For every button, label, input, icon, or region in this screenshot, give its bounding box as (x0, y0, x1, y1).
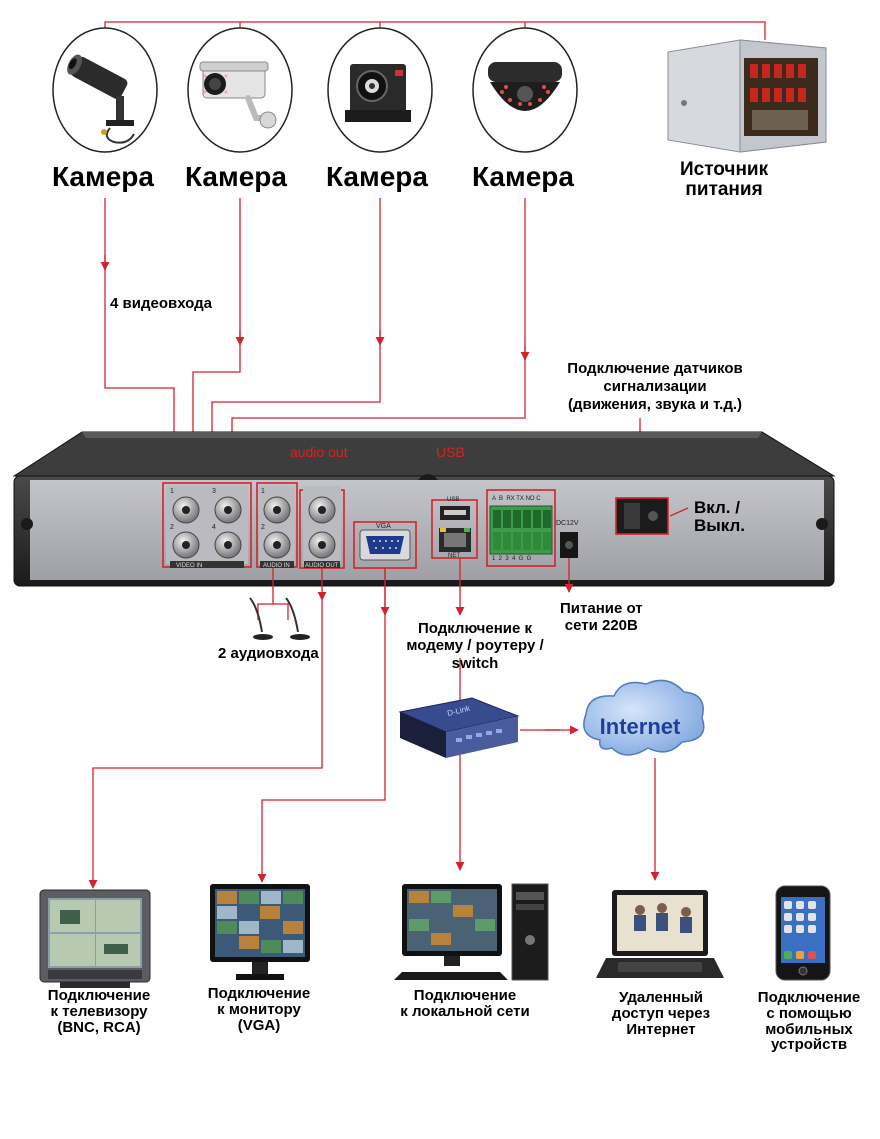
device-caption-lan-line2: к локальной сети (400, 1002, 530, 1020)
camera-label-1: Камера (52, 161, 154, 192)
vga-port (359, 529, 411, 561)
smartphone-icon (775, 885, 831, 981)
microphone-icons (249, 597, 310, 640)
usb-and-lan-ports (439, 506, 471, 552)
device-caption-mobile-line3: мобильных (765, 1020, 853, 1038)
device-caption-mobile-line1: Подключение (757, 989, 861, 1006)
device-caption-tv-line3: (BNC, RCA) (57, 1018, 141, 1036)
power-supply-label-line2: питания (685, 178, 763, 200)
device-caption-tv: Подключение к телевизору (BNC, RCA) (34, 988, 164, 1035)
net-print: NET (448, 553, 460, 559)
device-caption-mobile-line4: устройств (770, 1036, 848, 1054)
device-caption-tv-line2: к телевизору (50, 1002, 148, 1020)
bullet-camera-icon (52, 27, 158, 153)
terminal-bottom-print: 1 2 3 4 G G (492, 556, 532, 562)
alarm-terminal-block (489, 505, 553, 555)
alarm-sensors-label: Подключение датчиков сигнализации (движе… (540, 360, 770, 414)
alarm-sensors-label-line3: (движения, звука и т.д.) (567, 396, 743, 413)
power-220-label-line2: сети 220В (564, 617, 638, 635)
device-caption-monitor: Подключение к монитору (VGA) (194, 986, 324, 1033)
box-outdoor-camera-icon (187, 27, 293, 153)
power-switch-label-line2: Выкл. (694, 515, 746, 535)
power-supply-label: Источник питания (680, 160, 768, 200)
audio-in-print: AUDIO IN (263, 563, 290, 569)
video-in-bnc-ports (166, 486, 248, 568)
device-caption-lan: Подключение к локальной сети (380, 988, 550, 1020)
power-supply-label-line1: Источник (680, 159, 769, 180)
power-220-label: Питание от сети 220В (560, 600, 643, 635)
power-switch (615, 497, 669, 535)
mini-square-camera-icon (327, 27, 433, 153)
power-switch-label: Вкл. / Выкл. (694, 499, 745, 535)
device-caption-monitor-line2: к монитору (217, 1000, 301, 1018)
vga-print: VGA (376, 523, 391, 530)
modem-router-label: Подключение к модему / роутеру / switch (390, 620, 560, 672)
audio-in-bnc-ports (259, 486, 295, 568)
audio-inputs-label: 2 аудиовхода (218, 645, 319, 662)
audio-out-label: audio out (290, 444, 348, 460)
power-feed-wires (104, 21, 766, 40)
alarm-sensors-label-line2: сигнализации (603, 378, 707, 395)
device-caption-lan-line1: Подключение (413, 987, 517, 1004)
audio-number-2: 2 (261, 524, 265, 531)
device-caption-monitor-line1: Подключение (207, 985, 311, 1002)
power-switch-label-line1: Вкл. / (694, 498, 740, 517)
internet-cloud-icon: Internet (583, 679, 705, 756)
usb-print: USB (447, 497, 460, 503)
modem-router-label-line1: Подключение к (417, 620, 533, 637)
desktop-pc-icon (394, 883, 549, 981)
port-number-1: 1 (170, 488, 174, 495)
alarm-sensors-label-line1: Подключение датчиков (567, 360, 743, 377)
power-supply-box-icon (667, 39, 827, 153)
terminal-top-print: A B RX TX NO C (492, 496, 541, 502)
device-caption-tv-line1: Подключение (47, 987, 151, 1004)
video-inputs-label: 4 видеовхода (108, 295, 214, 312)
device-caption-remote: Удаленный доступ через Интернет (596, 990, 726, 1037)
laptop-icon (596, 890, 724, 978)
device-caption-remote-line3: Интернет (626, 1020, 696, 1038)
modem-router-label-line2: модему / роутеру / (406, 637, 544, 655)
video-in-print: VIDEO IN (176, 563, 203, 569)
audio-out-print: AUDIO OUT (305, 563, 339, 569)
camera-label-3: Камера (326, 161, 428, 192)
device-caption-monitor-line3: (VGA) (237, 1016, 281, 1034)
device-caption-mobile: Подключение с помощью мобильных устройст… (744, 990, 874, 1053)
port-number-3: 3 (212, 488, 216, 495)
camera-label-2: Камера (185, 161, 287, 192)
dc-print: DC12V (556, 520, 579, 527)
router-wires (455, 658, 660, 881)
camera-label-4: Камера (472, 161, 574, 192)
audio-video-out-ports (303, 486, 341, 568)
device-caption-remote-line2: доступ через (611, 1004, 711, 1022)
panel-wires (88, 507, 689, 889)
port-number-4: 4 (212, 524, 216, 531)
usb-label: USB (436, 444, 465, 460)
audio-number-1: 1 (261, 488, 265, 495)
crt-tv-icon (39, 889, 151, 988)
device-caption-mobile-line2: с помощью (766, 1004, 852, 1022)
internet-cloud-label: Internet (600, 714, 681, 739)
power-220-label-line1: Питание от (560, 600, 643, 617)
dome-camera-icon (472, 27, 578, 153)
network-switch-icon: D-Link (398, 697, 520, 758)
dc-power-jack (560, 532, 578, 558)
lcd-monitor-icon (210, 884, 310, 980)
device-caption-remote-line1: Удаленный (618, 989, 704, 1006)
port-number-2: 2 (170, 524, 174, 531)
modem-router-label-line3: switch (451, 654, 499, 672)
